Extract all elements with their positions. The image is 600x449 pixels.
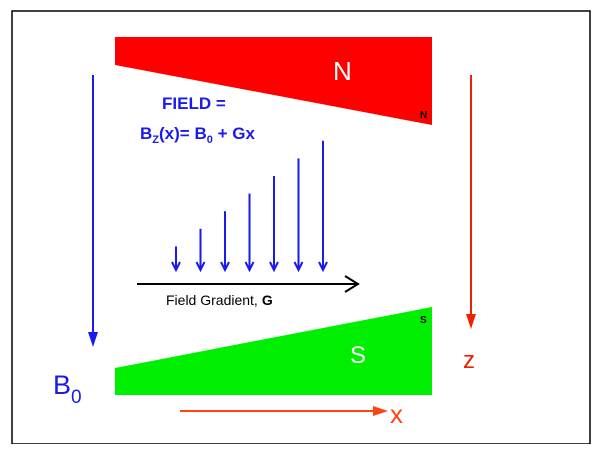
field-arrow-head-6 xyxy=(293,261,304,273)
b0-arrowhead xyxy=(88,332,98,347)
field-arrow-head-2 xyxy=(195,261,206,273)
gradient-arrowhead xyxy=(344,275,360,293)
field-arrow-head-5 xyxy=(269,261,279,273)
field-arrow-head-4 xyxy=(244,261,255,273)
field-arrow-head-1 xyxy=(171,261,181,273)
z-axis-arrowhead xyxy=(466,314,476,329)
south-pole-label: S xyxy=(350,342,366,369)
field-arrow-head-3 xyxy=(220,261,230,273)
north-pole-label: N xyxy=(333,56,352,86)
z-axis-label: z xyxy=(463,347,475,374)
north-pole-wedge xyxy=(115,37,432,125)
field-formula-line2: BZ(x)= B0 + Gx xyxy=(140,124,255,146)
gradient-label: Field Gradient,G xyxy=(166,292,273,308)
field-arrows-group xyxy=(171,140,328,273)
b0-label: B0 xyxy=(53,370,82,408)
north-pole-small-label: N xyxy=(420,110,427,121)
south-pole-small-label: S xyxy=(420,315,427,326)
field-formula-line1: FIELD = xyxy=(162,94,226,113)
field-arrow-head-7 xyxy=(318,261,328,273)
south-pole-wedge xyxy=(115,307,432,395)
x-axis-label: x xyxy=(390,399,403,429)
x-axis-arrowhead xyxy=(373,406,388,416)
